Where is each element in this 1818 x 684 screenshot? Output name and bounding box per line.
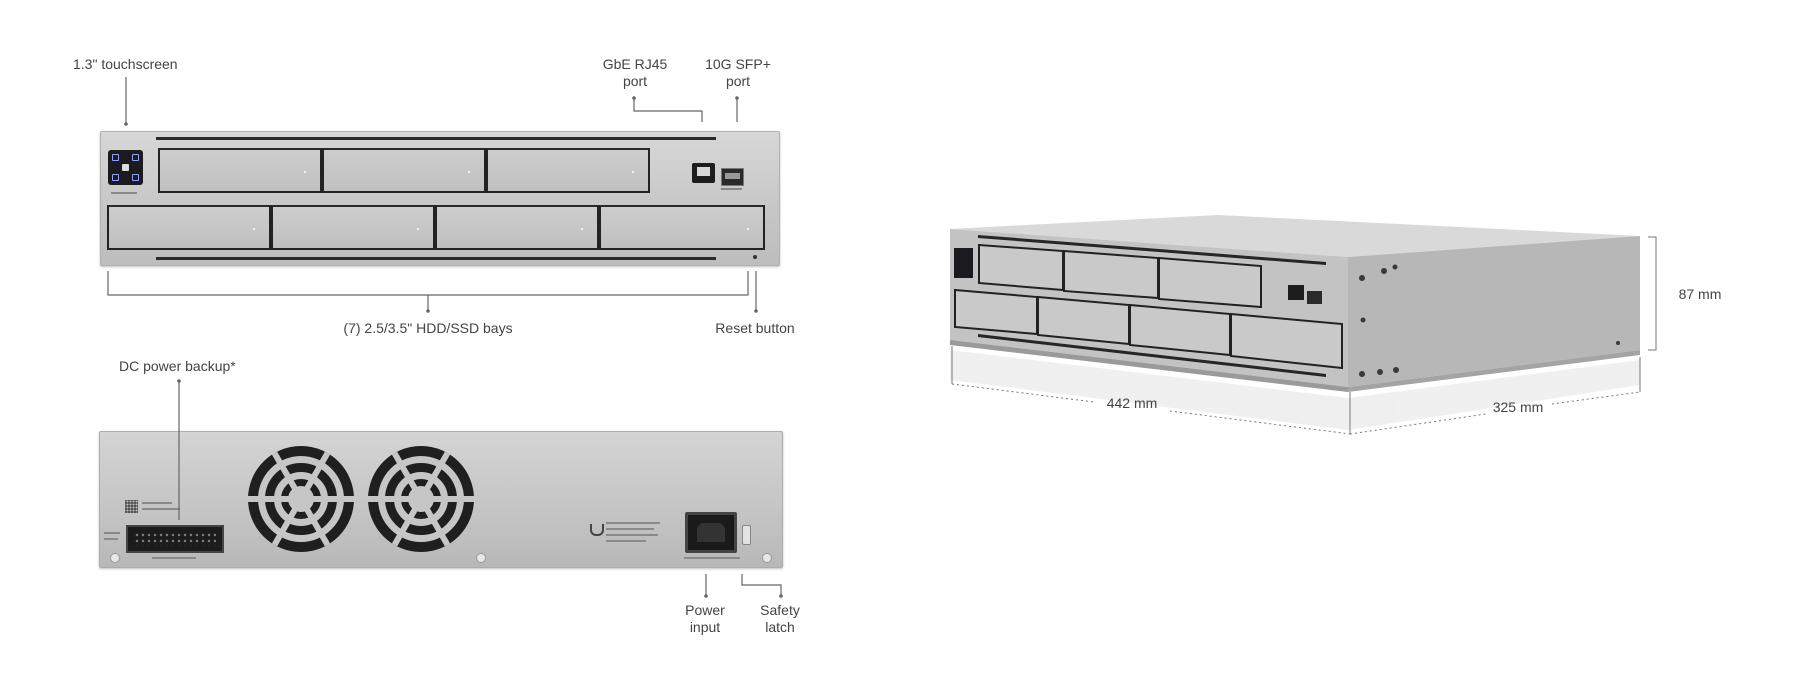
drive-bay-4[interactable] [107, 205, 271, 250]
fan-left-icon [248, 446, 354, 552]
iso-top [950, 215, 1640, 257]
iso-sfp-port [1307, 291, 1322, 304]
power-input-socket[interactable] [685, 512, 737, 553]
touchscreen-label: 1.3" touchscreen [73, 56, 178, 72]
width-dimension: 442 mm [1106, 395, 1158, 411]
height-dimension-line [1648, 236, 1657, 351]
safety-latch-label: Safety latch [745, 602, 815, 636]
iso-rj45-port [1288, 285, 1304, 300]
leader-lines [107, 77, 783, 598]
brand-logo-icon [590, 524, 604, 536]
width-dimension-line [951, 383, 1095, 403]
safety-latch[interactable] [742, 525, 751, 545]
iso-screws [1359, 264, 1620, 377]
iso-touchscreen [954, 248, 973, 278]
iso-side [1348, 236, 1640, 387]
rj45-port-label-line1: GbE RJ45 [602, 56, 668, 72]
screw-icon [762, 553, 772, 563]
drive-bay-7[interactable] [599, 205, 765, 250]
rj45-port-label-line2: port [622, 73, 648, 89]
dc-power-label: DC power backup* [119, 358, 236, 374]
height-dimension: 87 mm [1678, 286, 1722, 302]
iso-reflection [950, 350, 1640, 430]
safety-latch-label-line2: latch [765, 619, 795, 635]
iso-vents [978, 235, 1326, 377]
drive-bay-2[interactable] [322, 148, 486, 193]
bays-bracket [107, 271, 749, 296]
qr-code [125, 500, 138, 513]
iso-bays [954, 243, 1343, 370]
reset-button-label: Reset button [715, 320, 795, 336]
rj45-leader [633, 98, 703, 122]
reset-button[interactable] [753, 255, 757, 259]
sfp-port[interactable] [721, 168, 744, 186]
rear-panel [99, 431, 783, 568]
sfp-port-label: 10G SFP+ port [698, 56, 778, 90]
drive-bay-1[interactable] [158, 148, 322, 193]
sfp-port-label-line1: 10G SFP+ [705, 56, 771, 72]
depth-dimension: 325 mm [1492, 399, 1544, 415]
drive-bay-3[interactable] [486, 148, 650, 193]
power-input-label: Power input [670, 602, 740, 636]
drive-bays-label: (7) 2.5/3.5" HDD/SSD bays [343, 320, 513, 336]
front-vent-top [156, 137, 716, 140]
drive-bay-5[interactable] [271, 205, 435, 250]
touchscreen [108, 150, 143, 185]
rj45-port-label: GbE RJ45 port [595, 56, 675, 90]
sfp-port-label-line2: port [725, 73, 751, 89]
rj45-port[interactable] [692, 163, 715, 183]
power-input-label-line2: input [689, 619, 721, 635]
front-vent-bottom [156, 257, 716, 260]
iso-dimensions [951, 236, 1657, 435]
safety-latch-label-line1: Safety [760, 602, 800, 618]
safety-latch-leader [741, 574, 782, 596]
iso-device [950, 215, 1640, 430]
screw-icon [110, 553, 120, 563]
dc-power-connector[interactable] [126, 525, 224, 553]
fan-right-icon [368, 446, 474, 552]
drive-bay-6[interactable] [435, 205, 599, 250]
front-panel [100, 131, 780, 266]
power-input-label-line1: Power [685, 602, 725, 618]
screw-icon [476, 553, 486, 563]
